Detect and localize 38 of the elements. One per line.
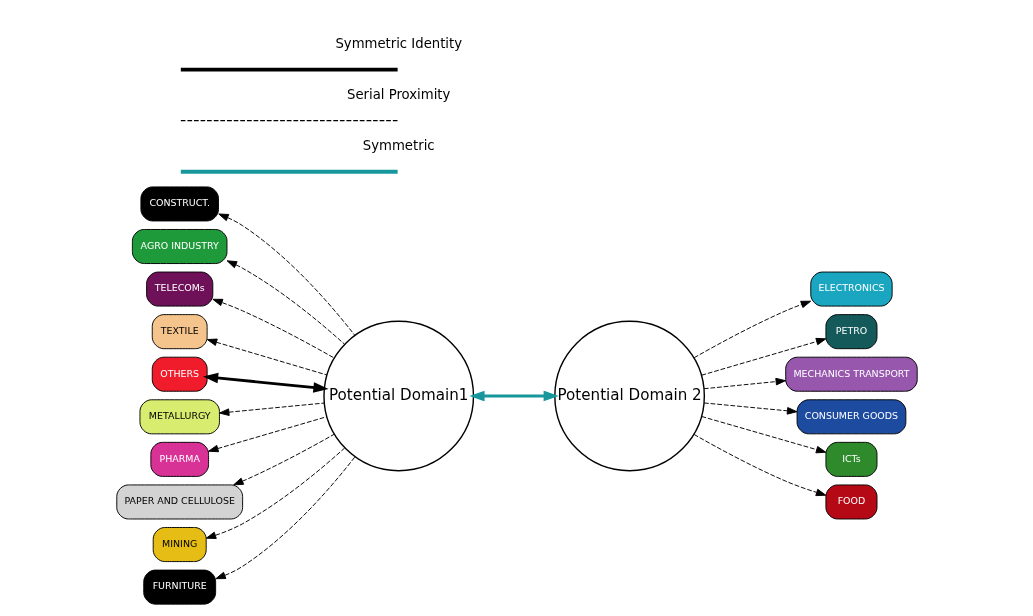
arrow: [218, 402, 325, 416]
arrow: [206, 338, 327, 376]
node-box: ICTs: [824, 441, 877, 477]
node-box: MINING: [152, 527, 207, 563]
arrow: [202, 372, 329, 393]
legend-label: Serial Proximity: [346, 86, 450, 102]
arrow: [214, 456, 355, 580]
node-box: PHARMA: [149, 441, 209, 477]
node-box: CONSTRUCT.: [139, 186, 219, 222]
arrow: [226, 260, 345, 345]
arrow: [703, 377, 786, 390]
arrow: [217, 213, 355, 336]
node-box: FOOD: [824, 484, 877, 520]
node-circle: Potential Domain 2: [553, 320, 705, 472]
node-box: AGRO INDUSTRY: [131, 229, 227, 264]
legend-label: Symmetric Identity: [334, 35, 462, 51]
node-box: PAPER AND CELLULOSE: [115, 484, 243, 520]
legend-label: Symmetric: [362, 137, 435, 153]
node-box: CONSUMER GOODS: [796, 399, 906, 435]
arrow: [232, 433, 335, 486]
arrow: [211, 298, 335, 359]
arrow: [468, 390, 559, 402]
arrow: [703, 402, 797, 415]
node-box: TEXTILE: [151, 314, 208, 350]
arrow: [205, 447, 345, 539]
arrow: [700, 337, 826, 376]
node-box: ELECTRONICS: [809, 271, 893, 307]
node-box: METALLURGY: [139, 399, 220, 435]
arrow: [693, 433, 826, 497]
arrow: [207, 416, 327, 453]
node-box: FURNITURE: [142, 569, 216, 605]
arrow: [693, 300, 811, 359]
node-box: TELECOMs: [145, 271, 213, 307]
node-circle: Potential Domain1: [322, 320, 474, 472]
node-box: OTHERS: [151, 356, 208, 392]
arrow: [700, 416, 826, 454]
node-box: PETRO: [824, 314, 877, 350]
node-box: MECHANICS TRANSPORT: [784, 356, 918, 392]
